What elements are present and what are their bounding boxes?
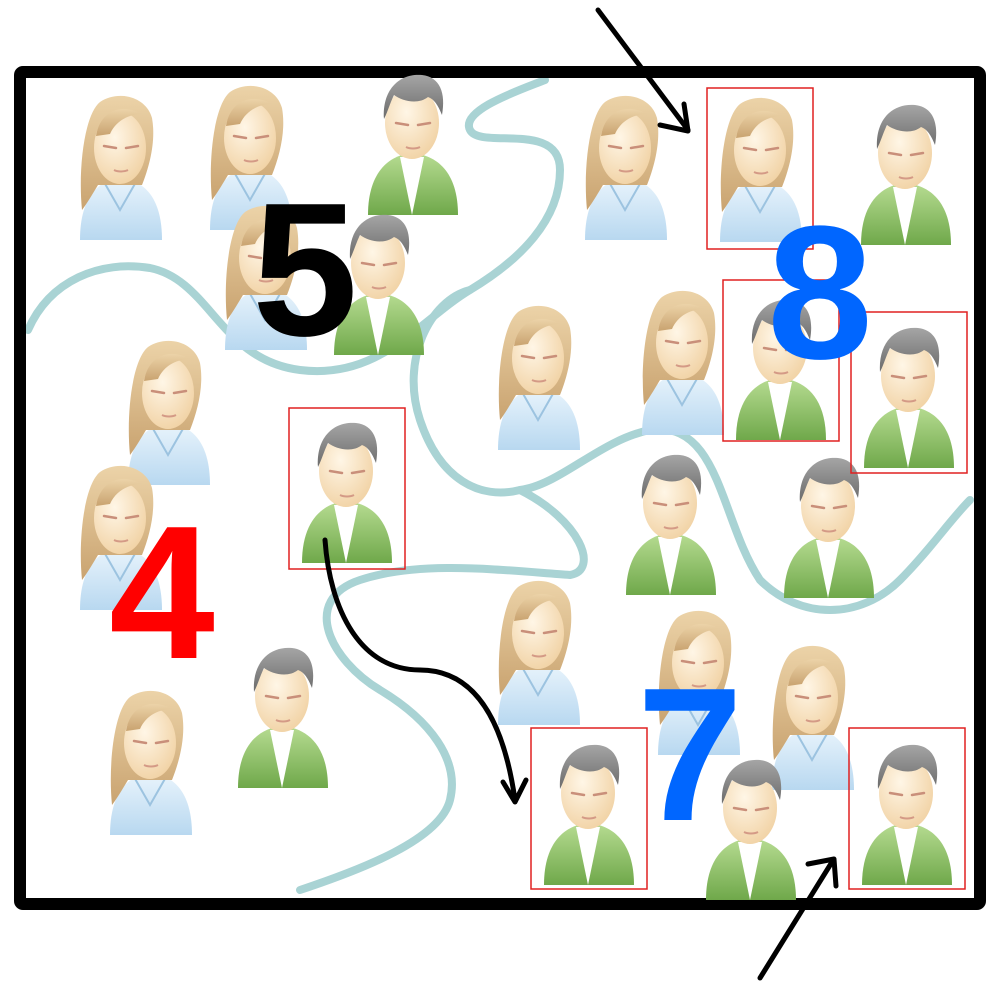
region-label-5: 5 xyxy=(252,164,358,376)
highlight-boxes xyxy=(288,87,968,890)
highlight-box xyxy=(288,407,406,570)
highlight-box xyxy=(530,727,648,890)
region-label-4: 4 xyxy=(109,487,215,699)
arrow-head-into-region-8 xyxy=(657,101,691,134)
person-man-icon xyxy=(862,326,956,470)
map-frame xyxy=(14,66,986,910)
highlight-box xyxy=(706,87,814,250)
person-man-icon xyxy=(542,743,636,887)
person-man-icon xyxy=(860,743,954,887)
person-man-icon xyxy=(782,456,876,600)
highlight-box xyxy=(722,279,840,442)
person-woman-icon xyxy=(78,94,164,242)
person-woman-icon xyxy=(640,289,726,437)
person-man-icon xyxy=(859,103,953,247)
highlight-box xyxy=(850,311,968,474)
arrow-moved-person xyxy=(322,537,518,803)
arrow-into-region-8 xyxy=(595,7,691,133)
person-woman-icon xyxy=(108,689,194,837)
boundary-region-4-7 xyxy=(296,486,588,894)
person-woman-icon xyxy=(126,339,212,487)
person-woman-icon xyxy=(583,94,669,242)
arrow-head-moved-person xyxy=(500,777,529,805)
arrows xyxy=(322,7,839,981)
person-man-icon xyxy=(236,646,330,790)
person-woman-icon xyxy=(496,304,582,452)
highlight-box xyxy=(848,727,966,890)
person-man-icon xyxy=(300,421,394,565)
arrow-head-into-region-7 xyxy=(805,856,839,889)
person-woman-icon xyxy=(496,579,582,727)
person-man-icon xyxy=(366,73,460,217)
region-label-7: 7 xyxy=(637,649,743,861)
person-man-icon xyxy=(624,453,718,597)
person-woman-icon xyxy=(770,644,856,792)
arrow-into-region-7 xyxy=(757,859,835,981)
region-label-8: 8 xyxy=(767,187,873,399)
